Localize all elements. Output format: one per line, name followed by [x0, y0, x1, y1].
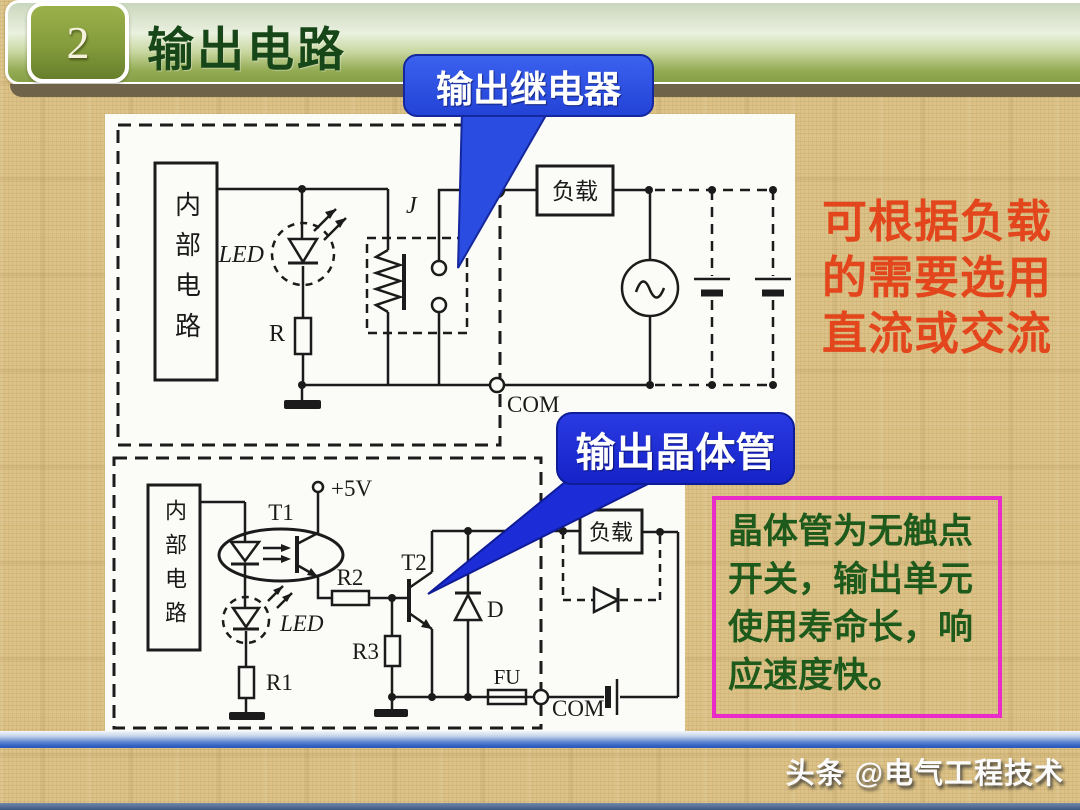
- optocoupler-t1: [217, 480, 345, 608]
- relay-j-label: J: [406, 193, 418, 219]
- com-label: COM: [507, 392, 559, 417]
- com-terminal: [488, 376, 506, 394]
- internal-circuit-box: [153, 161, 219, 382]
- r1-label: R1: [266, 670, 293, 695]
- t2-label: T2: [401, 550, 427, 575]
- relay-coil: [365, 189, 469, 385]
- relay-circuit-panel: [105, 114, 795, 455]
- relay-dashed-box: [365, 236, 469, 335]
- external-load-circuit-2: [548, 508, 680, 715]
- page-title: 输出电路: [147, 23, 347, 76]
- load-box: [535, 164, 615, 217]
- resistor-r2: [330, 589, 371, 607]
- led-indicator: [270, 189, 347, 318]
- transistor-circuit: T1 +5V LED R1 R2: [112, 456, 680, 730]
- ac-dc-choice-note: 可根据负载 的需要选用 直流或交流: [822, 197, 1053, 359]
- watermark: 头条 @电气工程技术: [785, 758, 1064, 790]
- section-number: 2: [66, 17, 90, 68]
- d-label: D: [487, 597, 504, 622]
- com-label-2: COM: [552, 696, 604, 721]
- dc-battery-1: [694, 190, 730, 385]
- callout-output-relay: 输出继电器: [403, 54, 654, 117]
- transistor-t2: [407, 531, 434, 697]
- bottom-divider-bar: [0, 731, 1080, 748]
- resistor-r3: [383, 598, 402, 697]
- ground-symbol-2: [374, 697, 408, 717]
- ground-symbol: [284, 385, 321, 409]
- relay-circuit: LED R J: [116, 123, 791, 447]
- bottom-edge-strip: [0, 803, 1080, 810]
- led-label: LED: [218, 242, 264, 268]
- internal-circuit-label-2: 内部电路: [162, 499, 187, 636]
- r3-label: R3: [352, 639, 379, 664]
- load-box-2: [578, 508, 644, 555]
- resistor-r-label: R: [269, 321, 285, 347]
- t1-label: T1: [268, 500, 294, 525]
- external-load-circuit: [504, 164, 791, 389]
- led-label-2: LED: [279, 611, 324, 636]
- section-number-badge: 2: [27, 2, 129, 83]
- fu-label: FU: [494, 665, 521, 689]
- plus5v-label: +5V: [331, 476, 372, 501]
- plus5v-terminal: [311, 480, 325, 494]
- led-indicator-2: [221, 585, 293, 667]
- resistor-r1: [229, 665, 265, 720]
- load-label-2: 负载: [589, 520, 633, 545]
- plc-boundary-dashed-box: [116, 123, 502, 447]
- internal-circuit-box-2: [146, 483, 202, 652]
- plc-boundary-dashed-box-2: [112, 456, 543, 730]
- fuse-fu: [486, 688, 534, 706]
- transistor-advantages-note: 晶体管为无触点开关，输出单元使用寿命长，响应速度快。: [712, 496, 1002, 718]
- callout-output-transistor: 输出晶体管: [556, 412, 795, 485]
- com-terminal-2: [532, 688, 550, 706]
- dc-battery-2: [755, 190, 791, 385]
- resistor-r: [293, 316, 313, 385]
- load-label: 负载: [552, 179, 598, 204]
- internal-circuit-label: 内部电路: [171, 190, 201, 353]
- r2-label: R2: [337, 565, 364, 590]
